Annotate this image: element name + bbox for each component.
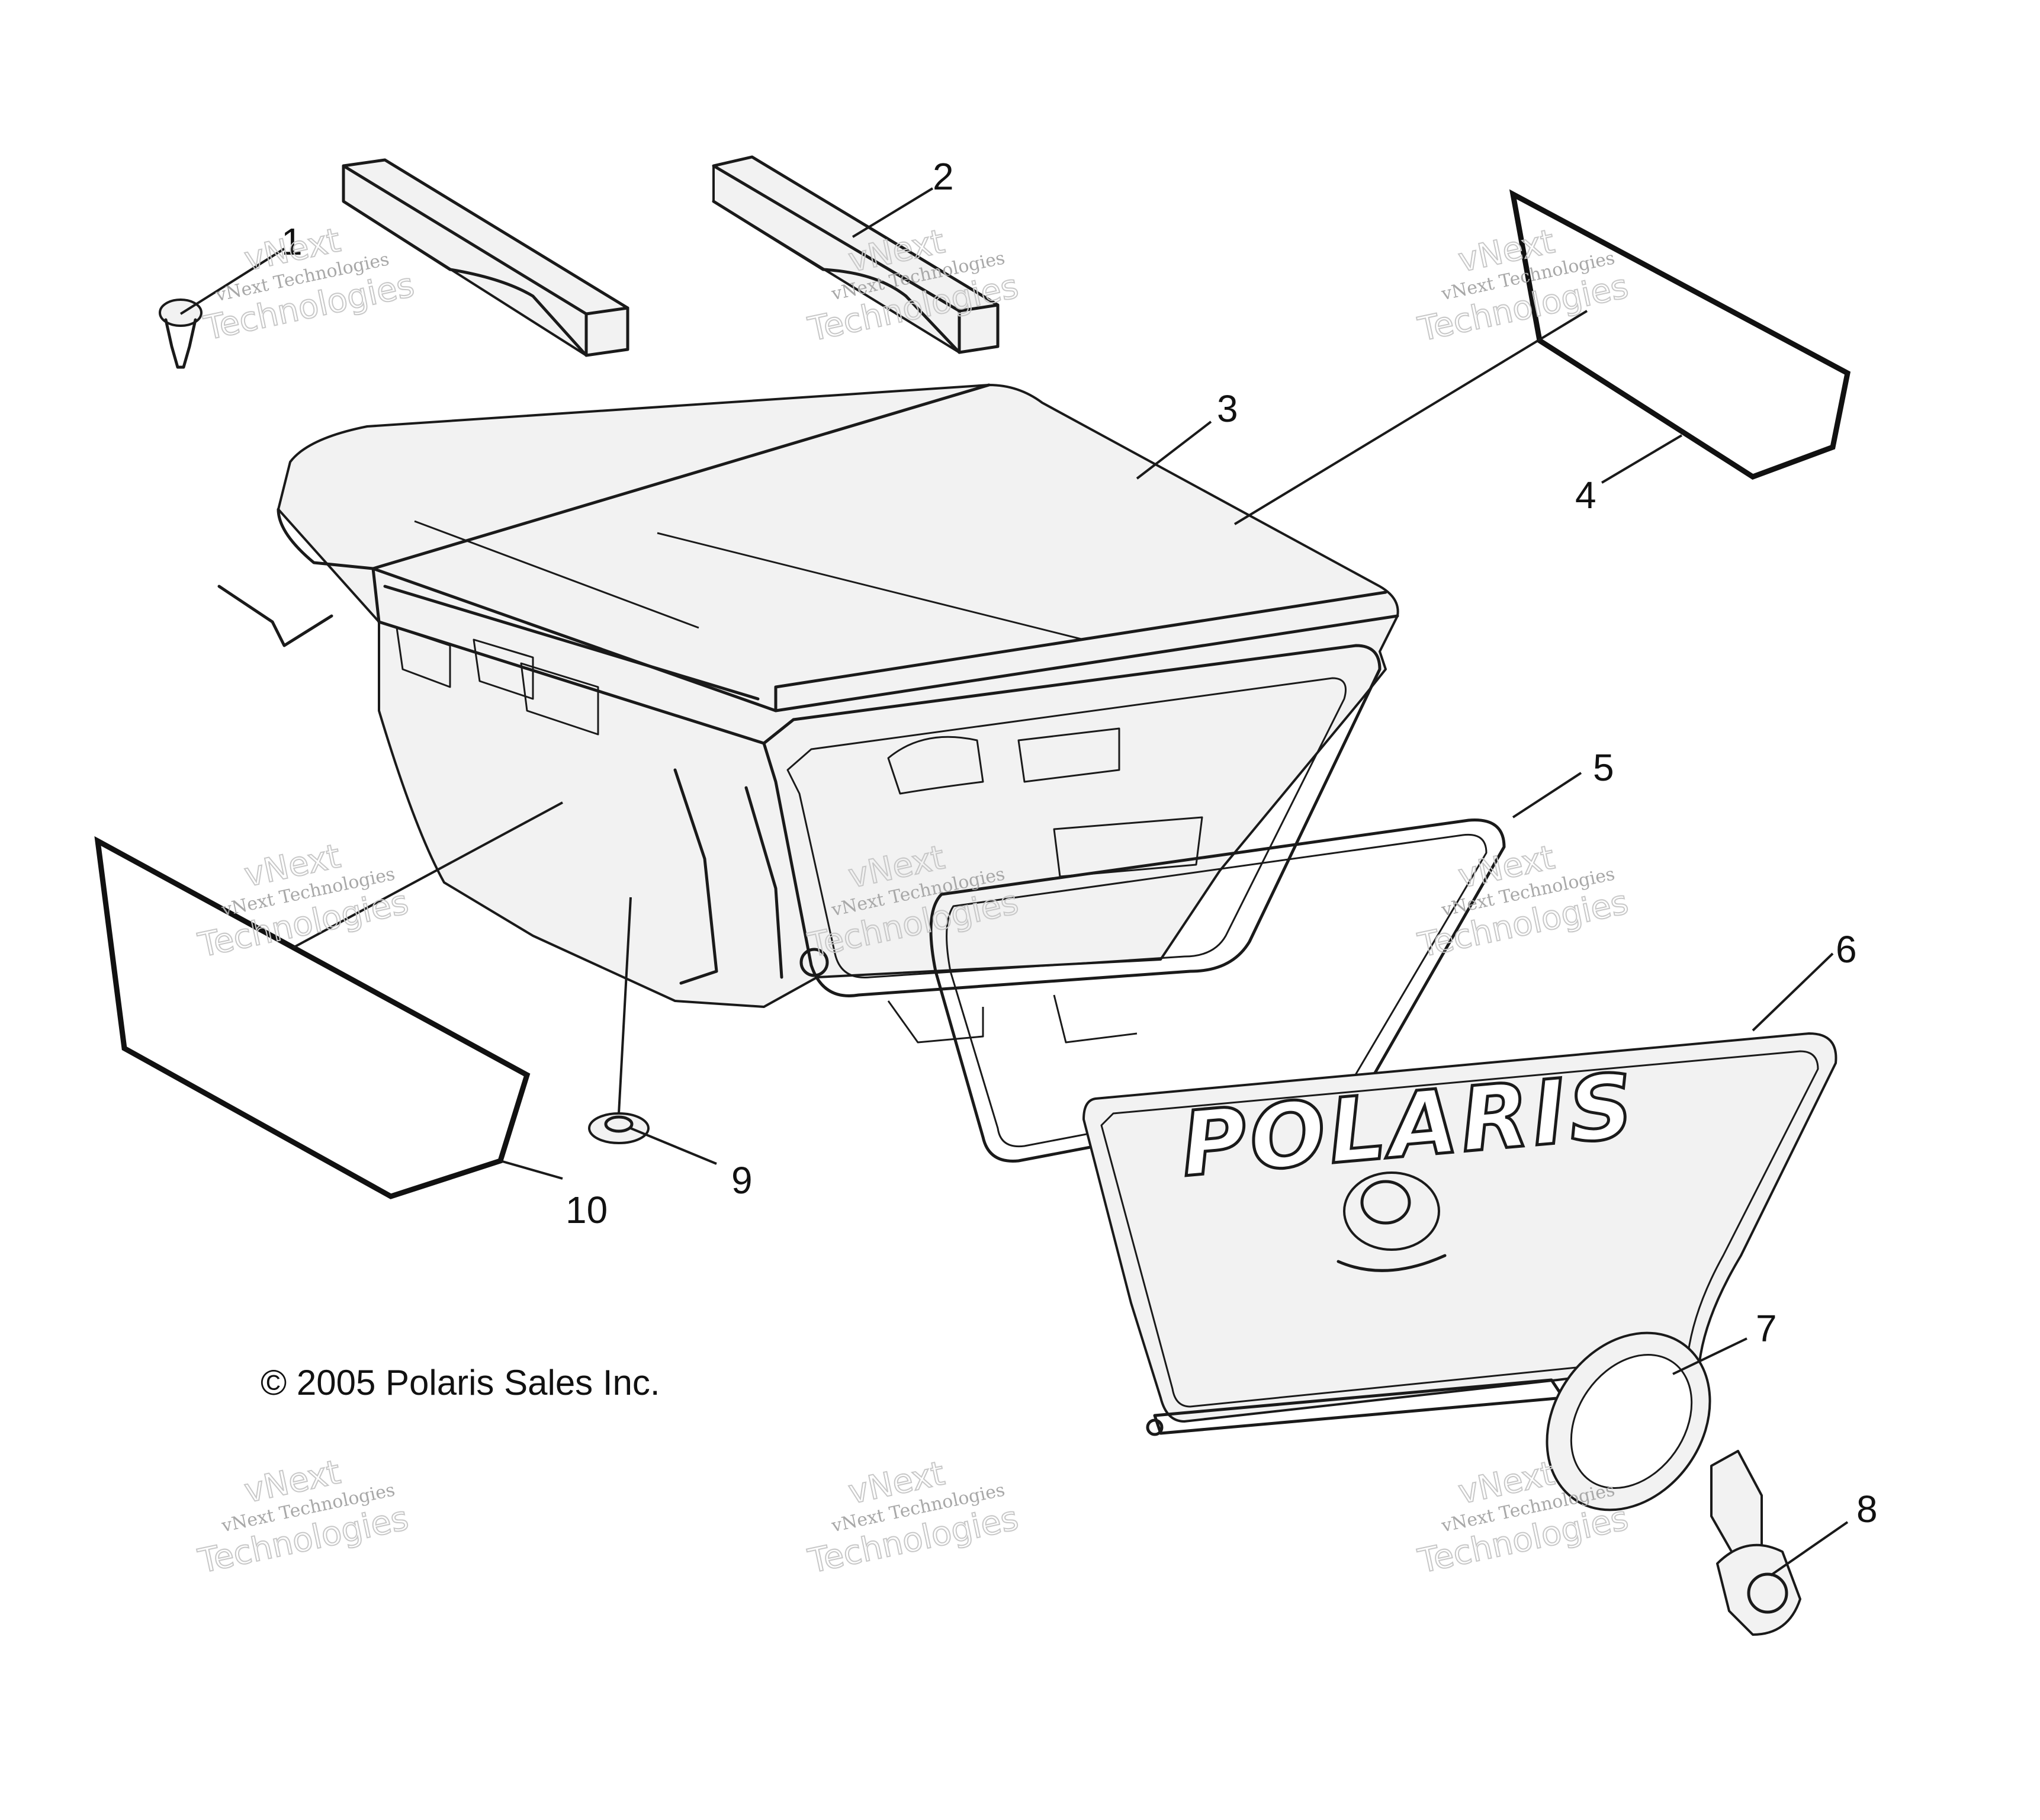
callout-9: 9 [731,1159,753,1202]
copyright-text: © 2005 Polaris Sales Inc. [261,1363,660,1402]
decal-upper [1509,189,1851,480]
grommet [588,1112,650,1144]
door-panel: POLARIS [1082,1032,1837,1436]
callout-10: 10 [566,1189,608,1231]
storage-box [217,383,1399,1044]
leader-lines [179,187,1849,1577]
push-rivet [159,298,203,369]
foam-strip-right [712,155,1000,354]
door-seal [929,818,1506,1163]
latch [1710,1450,1801,1636]
decal-lower [94,836,531,1199]
callout-2: 2 [933,155,954,198]
callout-8: 8 [1856,1488,1878,1530]
callout-4: 4 [1575,474,1596,516]
callout-5: 5 [1593,746,1614,789]
callout-6: 6 [1836,928,1857,971]
foam-strip-left [342,158,629,357]
callout-3: 3 [1217,387,1238,430]
callout-7: 7 [1756,1307,1777,1350]
callout-1: 1 [281,220,303,263]
lock-ring [1546,1331,1711,1511]
